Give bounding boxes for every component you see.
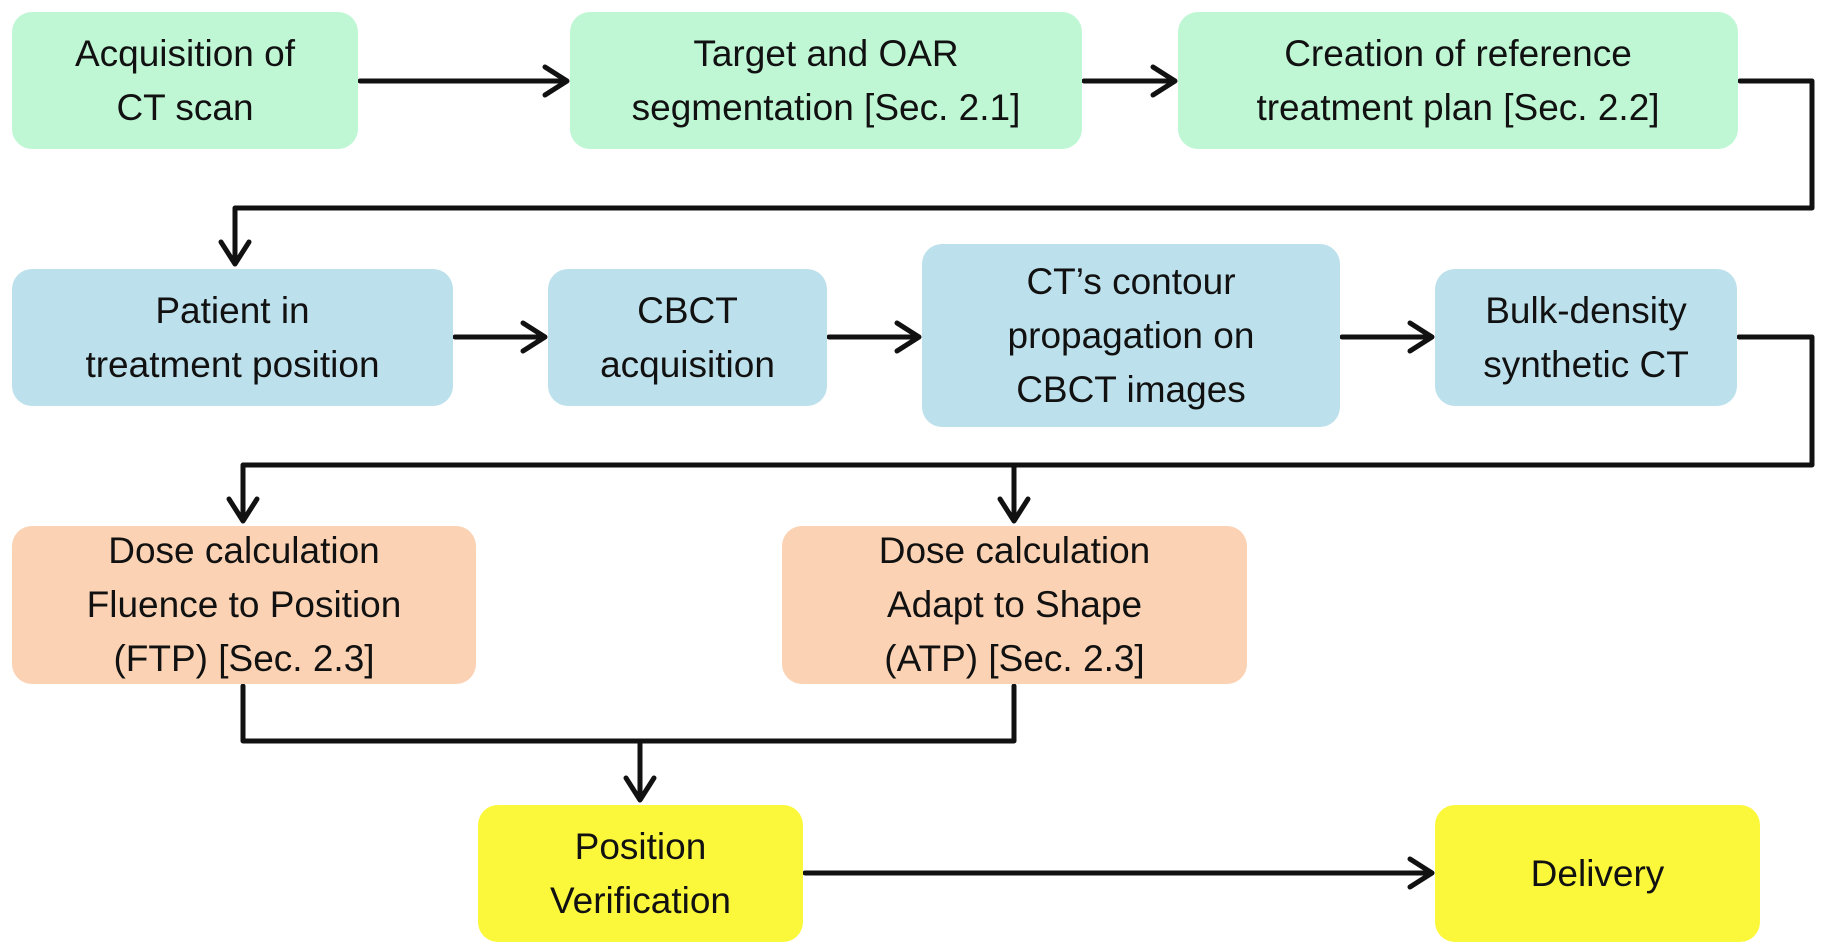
node-cbct-acquisition: CBCT acquisition: [548, 269, 827, 406]
arrow-patient-to-cbct: [452, 320, 548, 354]
node-target-oar-segmentation: Target and OAR segmentation [Sec. 2.1]: [570, 12, 1082, 149]
node-line: CT’s contour: [1026, 260, 1236, 302]
arrow-plan-to-patient: [218, 78, 1815, 267]
arrow-dose-to-verification: [240, 683, 1017, 803]
node-delivery: Delivery: [1435, 805, 1760, 942]
node-line: Fluence to Position: [86, 584, 402, 625]
arrow-contour-to-synthetic: [1339, 320, 1435, 354]
arrow-cbct-to-contour: [826, 320, 922, 354]
node-dose-calculation-ftp: Dose calculation Fluence to Position (FT…: [12, 526, 476, 684]
node-line: (FTP) [Sec. 2.3]: [113, 638, 375, 679]
node-line: Position: [574, 825, 707, 867]
node-line: Dose calculation: [878, 530, 1151, 571]
node-position-verification: Position Verification: [478, 805, 803, 942]
arrow-ct-to-segmentation: [357, 64, 570, 98]
node-line: CBCT images: [1016, 368, 1246, 410]
node-line: Acquisition of: [74, 32, 296, 74]
node-line: Verification: [550, 879, 731, 921]
node-line: Delivery: [1530, 852, 1665, 894]
node-line: treatment plan [Sec. 2.2]: [1256, 86, 1660, 128]
node-line: synthetic CT: [1483, 343, 1689, 385]
node-line: segmentation [Sec. 2.1]: [631, 86, 1021, 128]
node-patient-treatment-position: Patient in treatment position: [12, 269, 453, 406]
arrow-verification-to-delivery: [802, 856, 1435, 890]
node-bulk-density-synthetic-ct: Bulk-density synthetic CT: [1435, 269, 1737, 406]
node-line: CBCT: [637, 289, 738, 331]
arrow-synthetic-to-dose: [226, 334, 1815, 524]
node-reference-treatment-plan: Creation of reference treatment plan [Se…: [1178, 12, 1738, 149]
node-line: CT scan: [116, 86, 254, 128]
node-contour-propagation: CT’s contour propagation on CBCT images: [922, 244, 1340, 427]
node-line: propagation on: [1007, 314, 1255, 356]
node-line: (ATP) [Sec. 2.3]: [884, 638, 1145, 679]
node-ct-scan-acquisition: Acquisition of CT scan: [12, 12, 358, 149]
node-dose-calculation-atp: Dose calculation Adapt to Shape (ATP) [S…: [782, 526, 1247, 684]
node-line: Bulk-density: [1485, 289, 1687, 331]
node-line: Adapt to Shape: [886, 584, 1143, 625]
node-line: treatment position: [85, 343, 380, 385]
node-line: Creation of reference: [1284, 32, 1632, 74]
arrow-segmentation-to-plan: [1081, 64, 1178, 98]
node-line: acquisition: [600, 343, 775, 385]
node-line: Patient in: [155, 289, 310, 331]
node-line: Target and OAR: [693, 32, 959, 74]
node-line: Dose calculation: [108, 530, 380, 571]
